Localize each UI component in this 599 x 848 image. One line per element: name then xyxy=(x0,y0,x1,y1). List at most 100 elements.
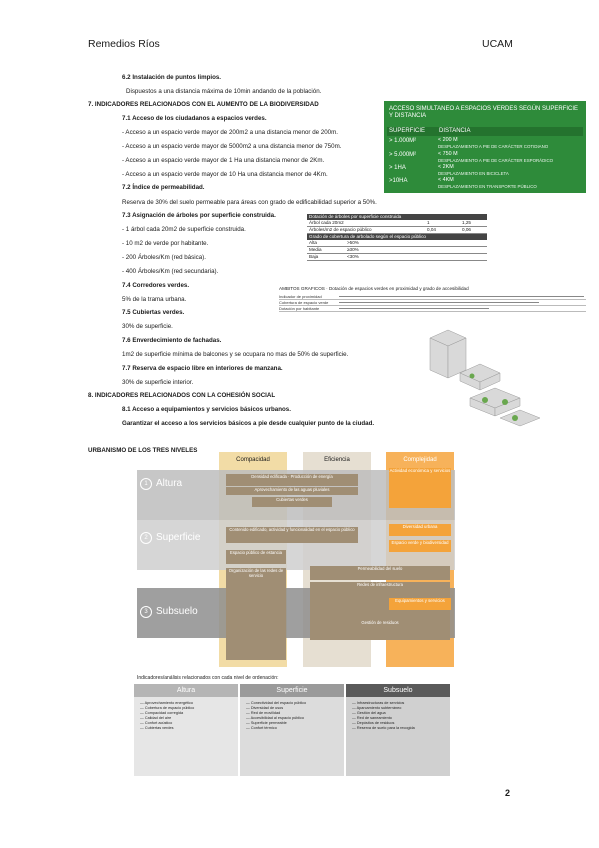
diagram-box: Densidad edificada · Producción de energ… xyxy=(226,474,358,486)
section-7-1-title: 7.1 Acceso de los ciudadanos a espacios … xyxy=(122,115,267,122)
section-7-2-text: Reserva de 30% del suelo permeable para … xyxy=(122,199,377,206)
indicator-card-list: — Aprovechamiento energético — Cobertura… xyxy=(134,697,238,776)
section-7-1-item: - Acceso a un espacio verde mayor de 200… xyxy=(122,129,338,136)
section-7-3-item: - 400 Árboles/Km (red secundaria). xyxy=(122,268,219,275)
header-author: Remedios Ríos xyxy=(88,38,160,50)
grid-row: Indicador de proximidad xyxy=(279,294,586,300)
indicator-card-list: — Infraestructuras de servicios — Aparca… xyxy=(346,697,450,776)
section-7-3-item: - 10 m2 de verde por habitante. xyxy=(122,240,209,247)
green-row-distance: < 2KM xyxy=(438,164,454,170)
level-number-icon: 3 xyxy=(140,606,152,618)
indicator-card-subsuelo: Subsuelo — Infraestructuras de servicios… xyxy=(346,684,450,776)
grid-row-label: Indicador de proximidad xyxy=(279,294,322,299)
green-row-distance: < 750 M xyxy=(438,151,458,157)
tree-table-header: Grado de cobertura de arbolado según el … xyxy=(307,234,487,240)
section-7-6-title: 7.6 Enverdecimiento de fachadas. xyxy=(122,337,222,344)
tree-table-header: Dotación de árboles por superficie const… xyxy=(307,214,487,220)
diagram-orange-box: Espacio verde y biodiversidad xyxy=(389,540,451,552)
green-table-col1: SUPERFICIE xyxy=(389,128,426,134)
green-row-distance: < 4KM xyxy=(438,177,454,183)
green-row-desc: DESPLAZAMIENTO EN TRANSPORTE PÚBLICO xyxy=(438,184,537,189)
green-row-area: >10HA xyxy=(389,178,408,184)
tree-table-row: Baja <30% xyxy=(307,254,487,261)
green-row-desc: DESPLAZAMIENTO A PIE DE CARÁCTER ESPORÁD… xyxy=(438,158,554,163)
grid-caption: AMBITOS GRAFICOS · Dotación de espacios … xyxy=(279,286,469,291)
diagram-orange-box: Actividad económica y servicios xyxy=(389,468,451,508)
grid-row-label: Cobertura de espacio verde xyxy=(279,300,329,305)
section-7-5-title: 7.5 Cubiertas verdes. xyxy=(122,309,185,316)
column-label: Compacidad xyxy=(236,457,270,463)
tree-cell: Árbol cada 20m2 xyxy=(309,220,344,225)
column-label: Eficiencia xyxy=(324,457,350,463)
diagram-box: Permeabilidad del suelo xyxy=(310,566,450,580)
tree-cell: <30% xyxy=(347,254,359,259)
diagram-box: Aprovechamiento de las aguas pluviales xyxy=(226,487,358,495)
tree-cell: Baja xyxy=(309,254,319,259)
section-7-3-item: - 200 Árboles/Km (red básica). xyxy=(122,254,206,261)
diagram-box: Espacio público de estancia xyxy=(226,550,286,564)
section-7-3-title: 7.3 Asignación de árboles por superficie… xyxy=(122,212,276,219)
page-number: 2 xyxy=(505,788,511,798)
section-7-1-item: - Acceso a un espacio verde mayor de 1 H… xyxy=(122,157,325,164)
tree-cell: 0,06 xyxy=(462,227,471,232)
level-label: Superficie xyxy=(156,532,201,543)
indicator-card-title: Altura xyxy=(134,684,238,697)
section-7-6-text: 1m2 de superficie mínima de balcones y s… xyxy=(122,351,349,358)
diagram-box: Cubiertas verdes xyxy=(252,497,332,507)
green-table-row: >10HA < 4KM DESPLAZAMIENTO EN TRANSPORTE… xyxy=(384,177,586,191)
green-row-distance: < 200 M xyxy=(438,137,458,143)
section-7-4-title: 7.4 Corredores verdes. xyxy=(122,282,190,289)
diagram-box: Gestión de residuos xyxy=(330,620,430,632)
green-space-table: ACCESO SIMULTANEO A ESPACIOS VERDES SEGÚ… xyxy=(384,101,586,193)
diagram-box: Contenido edificado, actividad y funcion… xyxy=(226,527,358,543)
level-label: Subsuelo xyxy=(156,606,198,617)
level-number-icon: 1 xyxy=(140,478,152,490)
tree-cell: >50% xyxy=(347,240,359,245)
grid-row-label: Dotación por habitante xyxy=(279,306,320,311)
section-8-1-title: 8.1 Acceso a equipamientos y servicios b… xyxy=(122,406,291,413)
level-number-icon: 2 xyxy=(140,532,152,544)
tree-cell: Media xyxy=(309,247,322,252)
section-7-4-text: 5% de la trama urbana. xyxy=(122,296,187,303)
section-7-7-title: 7.7 Reserva de espacio libre en interior… xyxy=(122,365,283,372)
section-6-2-text: Dispuestos a una distancia máxima de 10m… xyxy=(126,88,322,95)
tree-cell: ≥30% xyxy=(347,247,359,252)
grid-row: Cobertura de espacio verde xyxy=(279,300,586,306)
green-row-area: > 1.000M² xyxy=(389,138,417,144)
tree-cell: Alta xyxy=(309,240,317,245)
green-table-row: > 5.000M² < 750 M DESPLAZAMIENTO A PIE D… xyxy=(384,151,586,165)
green-row-area: > 5.000M² xyxy=(389,152,417,158)
indicator-card-list: — Conectividad del espacio público — Div… xyxy=(240,697,344,776)
tree-table-row: Árbol cada 20m2 1 1,25 xyxy=(307,220,487,227)
tree-table-row: Media ≥30% xyxy=(307,247,487,254)
green-table-header: SUPERFICIE DISTANCIA xyxy=(387,127,583,136)
green-row-desc: DESPLAZAMIENTO EN BICICLETA xyxy=(438,171,509,176)
section-7-heading: 7. INDICADORES RELACIONADOS CON EL AUMEN… xyxy=(88,101,319,108)
section-8-heading: 8. INDICADORES RELACIONADOS CON LA COHES… xyxy=(88,392,276,399)
small-grid: Indicador de proximidad Cobertura de esp… xyxy=(279,294,586,312)
diagram-orange-box: Equipamientos y servicios xyxy=(389,598,451,610)
grid-row: Dotación por habitante xyxy=(279,306,586,312)
section-8-1-text: Garantizar el acceso a los servicios bás… xyxy=(122,420,375,427)
section-7-1-item: - Acceso a un espacio verde mayor de 10 … xyxy=(122,171,328,178)
urban-block-illustration xyxy=(429,329,541,427)
tree-cell: 1 xyxy=(427,220,430,225)
green-table-row: > 1HA < 2KM DESPLAZAMIENTO EN BICICLETA xyxy=(384,164,586,178)
section-7-3-item: - 1 árbol cada 20m2 de superficie constr… xyxy=(122,226,246,233)
tree-cell: 0,04 xyxy=(427,227,436,232)
section-6-2-title: 6.2 Instalación de puntos limpios. xyxy=(122,74,222,81)
diagram-heading: URBANISMO DE LOS TRES NIVELES xyxy=(88,447,198,454)
section-7-1-item: - Acceso a un espacio verde mayor de 500… xyxy=(122,143,342,150)
green-row-area: > 1HA xyxy=(389,165,406,171)
column-label: Complejidad xyxy=(403,457,437,463)
indicator-card-altura: Altura — Aprovechamiento energético — Co… xyxy=(134,684,238,776)
green-table-title: ACCESO SIMULTANEO A ESPACIOS VERDES SEGÚ… xyxy=(389,106,579,119)
indicators-title: Indicadores/análisis relacionados con ca… xyxy=(137,675,279,681)
green-table-row: > 1.000M² < 200 M DESPLAZAMIENTO A PIE D… xyxy=(384,137,586,151)
diagram-box: Organización de las redes de servicio xyxy=(226,568,286,660)
section-7-2-title: 7.2 Índice de permeabilidad. xyxy=(122,184,205,191)
section-7-5-text: 30% de superficie. xyxy=(122,323,173,330)
tree-table: Dotación de árboles por superficie const… xyxy=(307,214,487,261)
diagram-orange-box: Diversidad urbana xyxy=(389,524,451,536)
tree-table-row: Alta >50% xyxy=(307,240,487,247)
